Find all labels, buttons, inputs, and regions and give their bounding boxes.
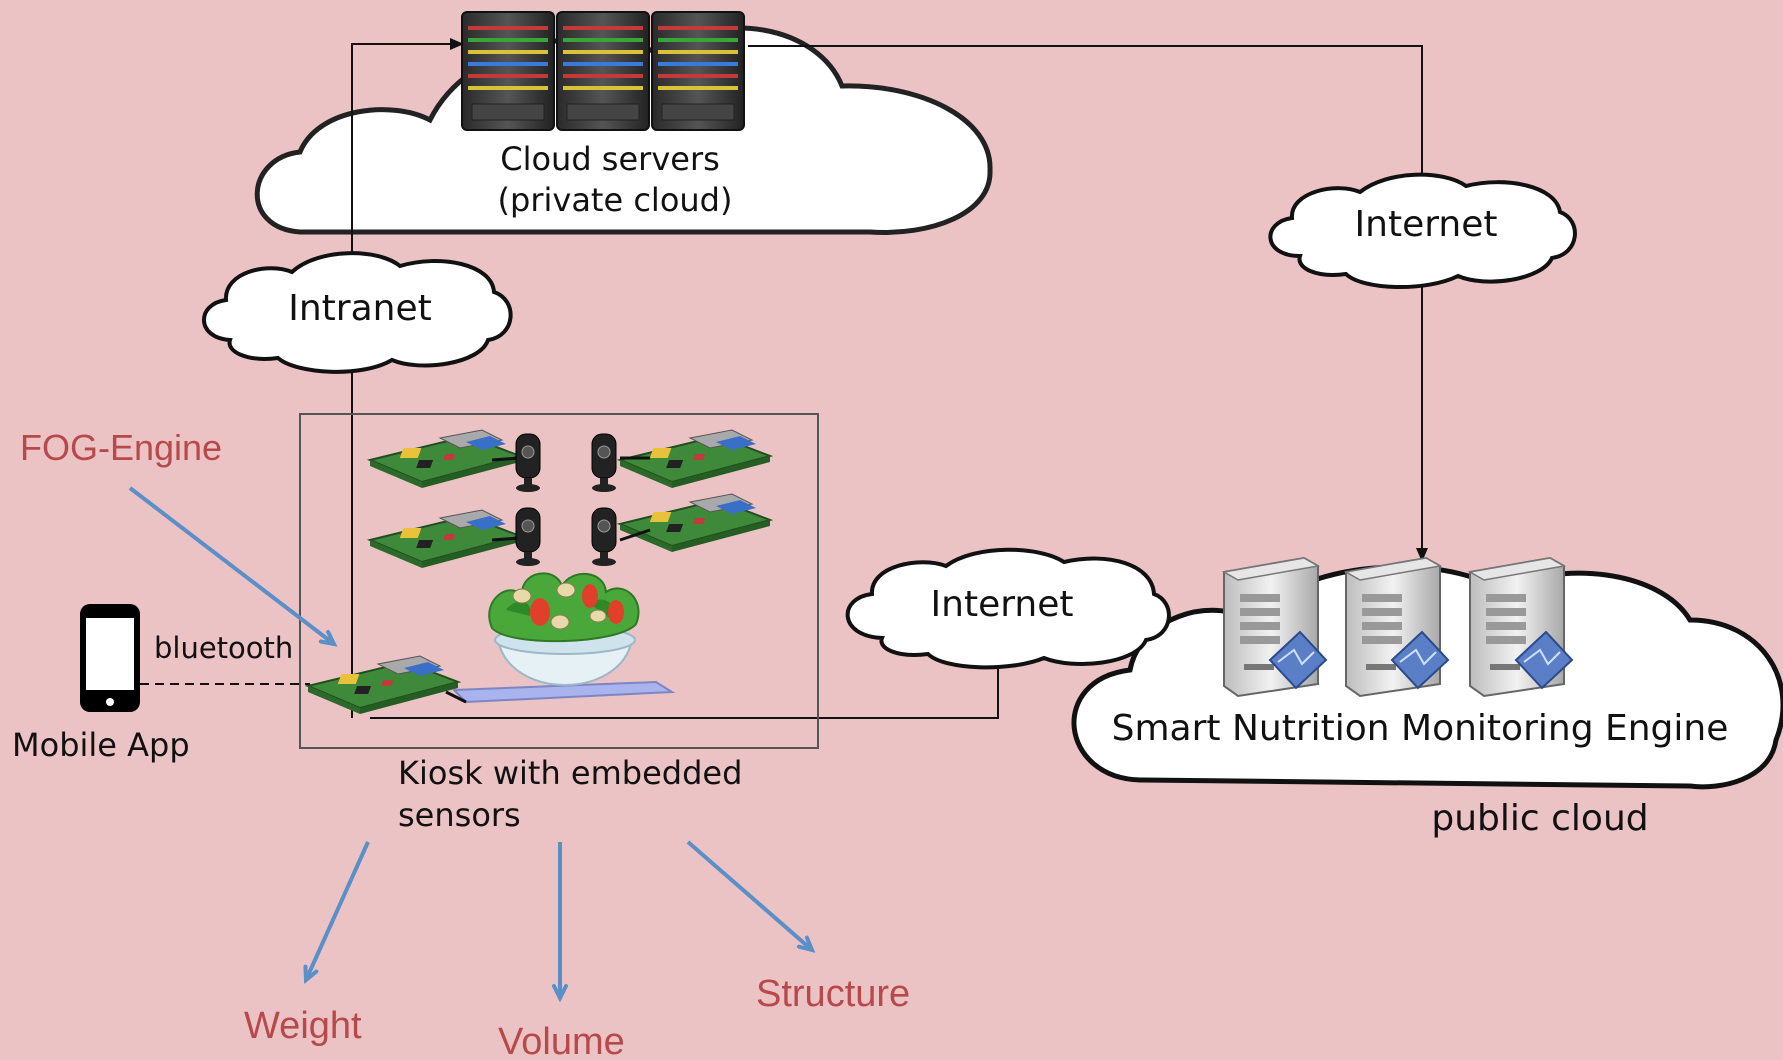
kiosk: Kiosk with embedded sensors — [299, 413, 819, 834]
structure-arrow — [686, 840, 812, 950]
intranet-cloud: Intranet — [202, 251, 513, 374]
fog-engine-label: FOG-Engine — [20, 427, 222, 468]
private-cloud: Cloud servers (private cloud) — [254, 11, 993, 235]
public-cloud-caption: public cloud — [1431, 798, 1648, 839]
private-cloud-subtitle: (private cloud) — [498, 181, 733, 219]
internet-mid-cloud-shape — [845, 547, 1171, 670]
structure-label: Structure — [756, 973, 910, 1015]
mobile-app: bluetooth Mobile App — [12, 604, 293, 764]
internet-top-label: Internet — [1355, 204, 1498, 245]
server-tower-icon — [1223, 557, 1573, 697]
internet-top-cloud-shape — [1268, 172, 1577, 289]
kiosk-caption-line1: Kiosk with embedded — [398, 754, 742, 792]
weighing-plate-icon — [445, 680, 676, 704]
connection-lines — [140, 38, 1428, 719]
engine-label: Smart Nutrition Monitoring Engine — [1112, 708, 1729, 749]
internet-mid-label: Internet — [931, 584, 1074, 625]
intranet-link — [351, 38, 464, 718]
sensor-outputs: Weight Volume Structure — [244, 840, 910, 1060]
mobile-app-label: Mobile App — [12, 726, 190, 764]
internet-top-cloud: Internet — [1268, 172, 1577, 289]
private-cloud-title: Cloud servers — [500, 140, 720, 178]
kiosk-internet-link — [370, 664, 999, 719]
salad-bowl-icon — [488, 572, 640, 686]
fog-engine-annotation: FOG-Engine — [20, 427, 334, 644]
smartphone-icon — [80, 604, 140, 712]
kiosk-frame — [299, 413, 819, 749]
server-rack-icon — [461, 11, 745, 131]
volume-label: Volume — [498, 1021, 625, 1056]
weight-label: Weight — [244, 1005, 362, 1047]
bluetooth-label: bluetooth — [154, 631, 293, 665]
public-cloud: Smart Nutrition Monitoring Engine public… — [1071, 557, 1783, 839]
fog-engine-arrow — [128, 486, 334, 644]
camera-icon — [491, 433, 651, 567]
intranet-cloud-shape — [202, 251, 513, 374]
weight-arrow — [306, 841, 370, 980]
kiosk-caption-line2: sensors — [398, 796, 521, 834]
intranet-label: Intranet — [288, 288, 432, 329]
internet-mid-cloud: Internet — [845, 547, 1171, 670]
internet-top-link — [748, 45, 1428, 562]
